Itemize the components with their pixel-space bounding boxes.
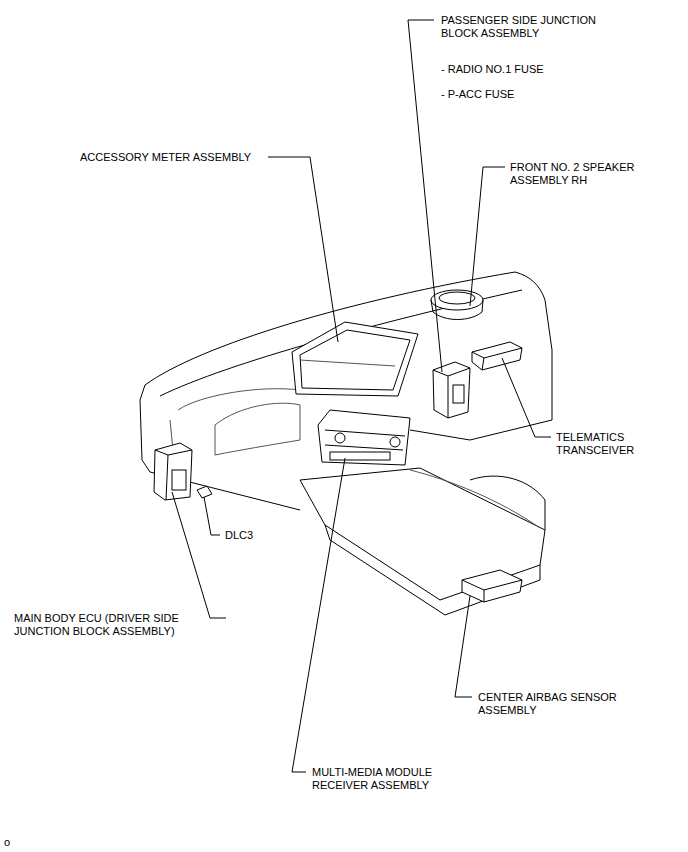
leader-line	[204, 497, 220, 535]
part-label: DLC3	[225, 529, 285, 542]
front-speaker-rh	[431, 290, 483, 320]
main-body-ecu	[154, 443, 192, 500]
part-label: CENTER AIRBAG SENSOR ASSEMBLY	[478, 691, 648, 717]
leader-line	[268, 157, 338, 342]
leader-line	[172, 492, 226, 618]
center-console	[300, 468, 545, 615]
leader-line	[292, 458, 345, 772]
part-label: o	[4, 836, 24, 849]
leader-line	[470, 167, 505, 306]
part-label: PASSENGER SIDE JUNCTION BLOCK ASSEMBLY	[441, 14, 621, 40]
part-label: MAIN BODY ECU (DRIVER SIDE JUNCTION BLOC…	[14, 612, 229, 638]
part-label: - RADIO NO.1 FUSE	[441, 63, 591, 76]
part-label: FRONT NO. 2 SPEAKER ASSEMBLY RH	[510, 161, 670, 187]
accessory-meter	[292, 322, 418, 396]
passenger-junction-block	[433, 362, 470, 418]
part-label: - P-ACC FUSE	[441, 88, 591, 101]
dashboard-outline	[140, 272, 552, 510]
leader-line	[455, 596, 472, 697]
multimedia-receiver	[318, 410, 410, 465]
part-label: ACCESSORY METER ASSEMBLY	[80, 151, 280, 164]
dlc3-connector	[197, 486, 212, 498]
center-airbag-sensor	[462, 570, 522, 602]
leader-line	[502, 358, 551, 437]
part-label: MULTI-MEDIA MODULE RECEIVER ASSEMBLY	[312, 766, 477, 792]
part-label: TELEMATICS TRANSCEIVER	[556, 431, 668, 457]
leader-line	[408, 20, 442, 372]
telematics-transceiver	[472, 342, 522, 370]
leader-lines	[172, 20, 551, 772]
